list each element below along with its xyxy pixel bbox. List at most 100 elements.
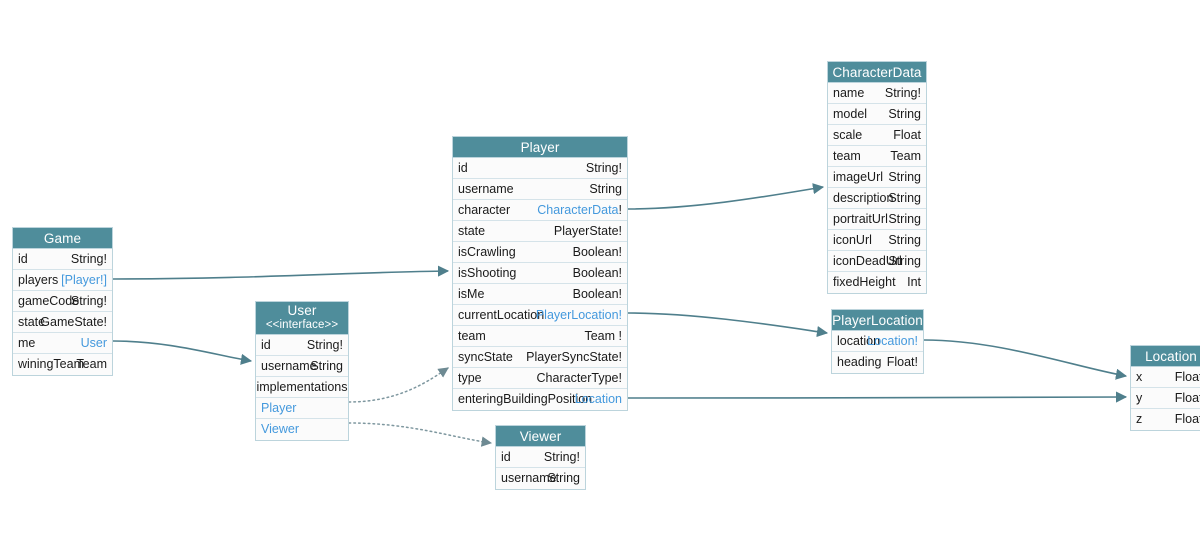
field-row[interactable]: scale Float <box>828 125 926 146</box>
field-row[interactable]: id String! <box>13 249 112 270</box>
field-name: fixedHeight <box>833 275 896 289</box>
entity-location[interactable]: Location x Float! y Float! z Float! <box>1130 345 1200 431</box>
field-row[interactable]: z Float! <box>1131 409 1200 430</box>
field-type: String! <box>306 338 343 352</box>
entity-characterdata-title: CharacterData <box>828 62 926 83</box>
field-name: type <box>458 371 482 385</box>
field-row[interactable]: gameCode String! <box>13 291 112 312</box>
field-row[interactable]: syncState PlayerSyncState! <box>453 347 627 368</box>
field-type-ref[interactable]: CharacterData <box>537 203 619 217</box>
entity-user[interactable]: User <<interface>> id String! username S… <box>255 301 349 441</box>
field-type[interactable]: Location <box>574 392 622 406</box>
field-type-suffix: ! <box>618 203 622 217</box>
implementation-row-player[interactable]: Player <box>256 398 348 419</box>
field-name: team <box>458 329 486 343</box>
field-row[interactable]: x Float! <box>1131 367 1200 388</box>
field-type[interactable]: Location! <box>867 334 918 348</box>
implementation-row-viewer[interactable]: Viewer <box>256 419 348 440</box>
field-row[interactable]: state PlayerState! <box>453 221 627 242</box>
field-type: Float! <box>1174 412 1200 426</box>
edge-game-players-to-player <box>112 265 450 280</box>
field-type: Int <box>907 275 921 289</box>
field-name: username <box>501 471 557 485</box>
edge-player-character-to-characterdata <box>627 183 825 210</box>
field-row[interactable]: username String <box>496 468 585 489</box>
field-row[interactable]: isMe Boolean! <box>453 284 627 305</box>
entity-player[interactable]: Player id String! username String charac… <box>452 136 628 411</box>
entity-playerlocation[interactable]: PlayerLocation location Location! headin… <box>831 309 924 374</box>
entity-viewer-title: Viewer <box>496 426 585 447</box>
field-type: Boolean! <box>572 245 622 259</box>
field-type: Float <box>893 128 921 142</box>
field-name: isShooting <box>458 266 517 280</box>
field-name: portraitUrl <box>833 212 888 226</box>
field-row[interactable]: iconDeadUrl String <box>828 251 926 272</box>
field-type[interactable]: User <box>80 336 107 350</box>
field-type: String <box>547 471 580 485</box>
field-row[interactable]: description String <box>828 188 926 209</box>
field-name: id <box>501 450 511 464</box>
entity-viewer[interactable]: Viewer id String! username String <box>495 425 586 490</box>
field-row[interactable]: type CharacterType! <box>453 368 627 389</box>
field-row[interactable]: portraitUrl String <box>828 209 926 230</box>
edge-playerlocation-location-to-location <box>923 339 1128 380</box>
field-row[interactable]: model String <box>828 104 926 125</box>
field-row[interactable]: currentLocation PlayerLocation! <box>453 305 627 326</box>
field-name: state <box>18 315 46 329</box>
field-type: String <box>888 212 921 226</box>
field-row[interactable]: iconUrl String <box>828 230 926 251</box>
field-row[interactable]: me User <box>13 333 112 354</box>
edge-game-me-to-user <box>112 340 253 365</box>
field-row[interactable]: id String! <box>453 158 627 179</box>
field-row[interactable]: location Location! <box>832 331 923 352</box>
entity-game[interactable]: Game id String! players [Player!] gameCo… <box>12 227 113 376</box>
entity-characterdata[interactable]: CharacterData name String! model String … <box>827 61 927 294</box>
field-row[interactable]: id String! <box>496 447 585 468</box>
field-type: String! <box>543 450 580 464</box>
field-row[interactable]: enteringBuildingPosition Location <box>453 389 627 410</box>
field-row[interactable]: state GameState! <box>13 312 112 333</box>
entity-user-name: User <box>287 303 317 318</box>
field-name: state <box>458 224 486 238</box>
implementations-label: implementations <box>256 380 348 394</box>
field-type[interactable]: [Player!] <box>61 273 107 287</box>
field-row[interactable]: isShooting Boolean! <box>453 263 627 284</box>
field-row[interactable]: username String <box>256 356 348 377</box>
field-row[interactable]: fixedHeight Int <box>828 272 926 293</box>
entity-user-title: User <<interface>> <box>256 302 348 335</box>
field-row[interactable]: y Float! <box>1131 388 1200 409</box>
field-type[interactable]: PlayerLocation! <box>535 308 622 322</box>
field-row[interactable]: team Team <box>828 146 926 167</box>
edge-user-implements-player <box>348 367 449 403</box>
field-row[interactable]: character CharacterData! <box>453 200 627 221</box>
field-name: name <box>833 86 865 100</box>
implementation-name[interactable]: Player <box>261 401 297 415</box>
field-name: username <box>458 182 514 196</box>
edge-player-currentlocation-to-playerlocation <box>627 312 829 338</box>
field-row[interactable]: players [Player!] <box>13 270 112 291</box>
field-row[interactable]: isCrawling Boolean! <box>453 242 627 263</box>
field-row[interactable]: imageUrl String <box>828 167 926 188</box>
field-type: String <box>589 182 622 196</box>
field-type: String <box>888 191 921 205</box>
entity-playerlocation-title: PlayerLocation <box>832 310 923 331</box>
field-row[interactable]: username String <box>453 179 627 200</box>
field-type: String! <box>70 294 107 308</box>
field-type[interactable]: CharacterData! <box>537 200 622 220</box>
field-row[interactable]: winingTeam Team <box>13 354 112 375</box>
field-name: gameCode <box>18 294 80 308</box>
field-type: Float! <box>1174 391 1200 405</box>
implementations-header: implementations <box>256 377 348 398</box>
field-row[interactable]: id String! <box>256 335 348 356</box>
implementation-name[interactable]: Viewer <box>261 422 299 436</box>
field-type: Float! <box>886 355 918 369</box>
field-type: String <box>888 254 921 268</box>
field-name: isCrawling <box>458 245 516 259</box>
field-type: CharacterType! <box>536 371 622 385</box>
field-row[interactable]: team Team ! <box>453 326 627 347</box>
field-row[interactable]: name String! <box>828 83 926 104</box>
edge-player-enteringbuildingposition-to-location <box>627 391 1128 403</box>
field-row[interactable]: heading Float! <box>832 352 923 373</box>
field-type: Boolean! <box>572 287 622 301</box>
field-name: isMe <box>458 287 485 301</box>
